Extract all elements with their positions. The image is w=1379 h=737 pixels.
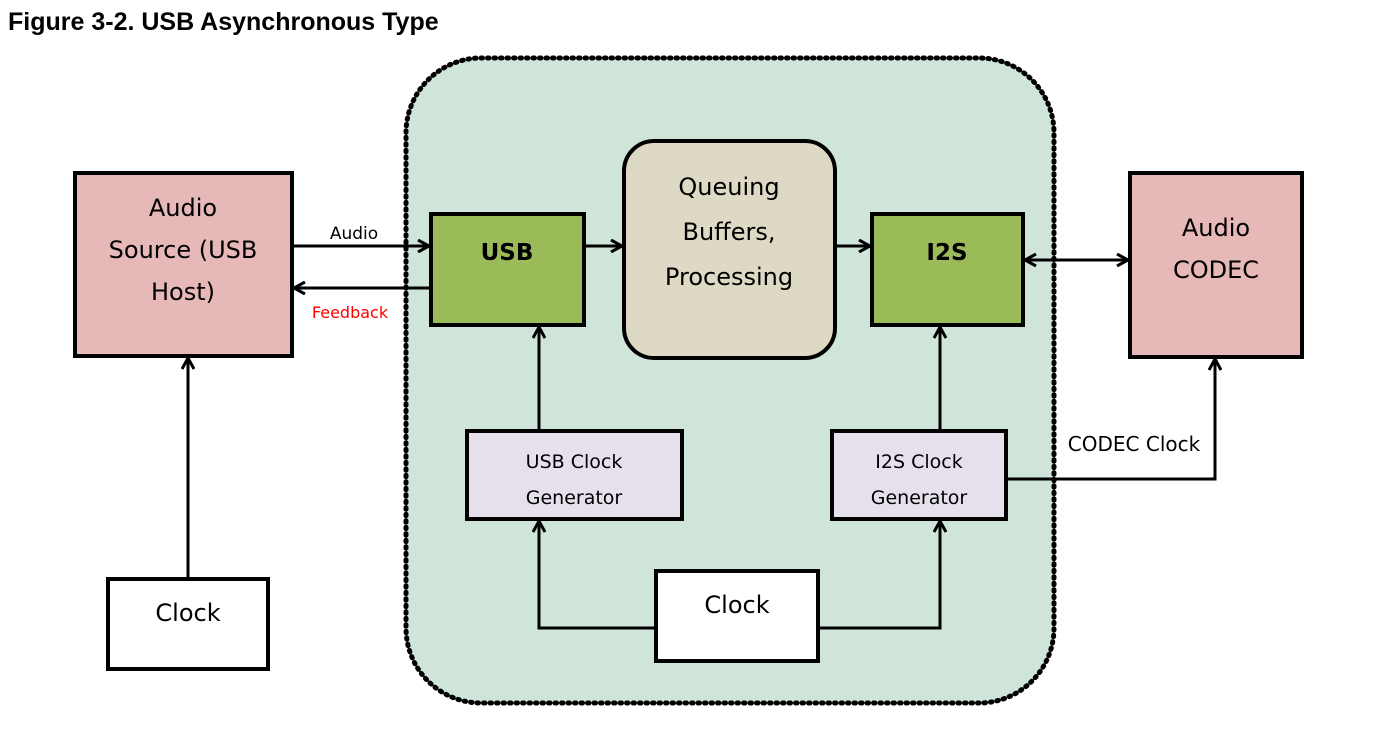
feedback-signal-label: Feedback — [312, 303, 389, 322]
i2s-clock-generator-block: I2S Clock Generator — [830, 429, 1008, 521]
i2s-block: I2S — [870, 212, 1025, 327]
audio-codec-label-line2: CODEC — [1173, 256, 1259, 284]
audio-codec-label-line1: Audio — [1182, 214, 1250, 242]
usb-label: USB — [481, 240, 534, 266]
device-clock-to-i2s-clock-gen-arrow — [818, 521, 940, 630]
i2s-clock-gen-label-line1: I2S Clock — [875, 451, 962, 473]
host-clock-block: Clock — [106, 577, 270, 671]
buffers-label-line1: Queuing — [678, 173, 779, 201]
buffers-label-line2: Buffers, — [683, 218, 776, 246]
audio-source-block: Audio Source (USB Host) — [73, 171, 294, 358]
host-clock-label: Clock — [155, 599, 220, 627]
usb-clock-gen-label-line1: USB Clock — [526, 451, 623, 473]
audio-source-label-line3: Host) — [151, 278, 215, 306]
audio-codec-block: Audio CODEC — [1128, 171, 1304, 359]
device-clock-to-usb-clock-gen-arrow — [539, 521, 656, 630]
codec-clock-signal-label: CODEC Clock — [1068, 432, 1201, 456]
i2s-clock-gen-label-line2: Generator — [871, 487, 968, 509]
i2s-label: I2S — [926, 240, 967, 266]
codec-clock-arrow — [1008, 359, 1215, 481]
device-clock-label: Clock — [704, 591, 769, 619]
usb-block: USB — [429, 212, 586, 327]
audio-source-label-line2: Source (USB — [109, 236, 258, 264]
audio-source-label-line1: Audio — [149, 194, 217, 222]
buffers-label-line3: Processing — [665, 263, 793, 291]
usb-clock-generator-block: USB Clock Generator — [465, 429, 684, 521]
figure-title: Figure 3-2. USB Asynchronous Type — [8, 8, 439, 36]
device-clock-block: Clock — [654, 569, 820, 663]
usb-clock-gen-label-line2: Generator — [526, 487, 623, 509]
queuing-buffers-block: Queuing Buffers, Processing — [622, 139, 837, 360]
audio-signal-label: Audio — [330, 224, 378, 244]
